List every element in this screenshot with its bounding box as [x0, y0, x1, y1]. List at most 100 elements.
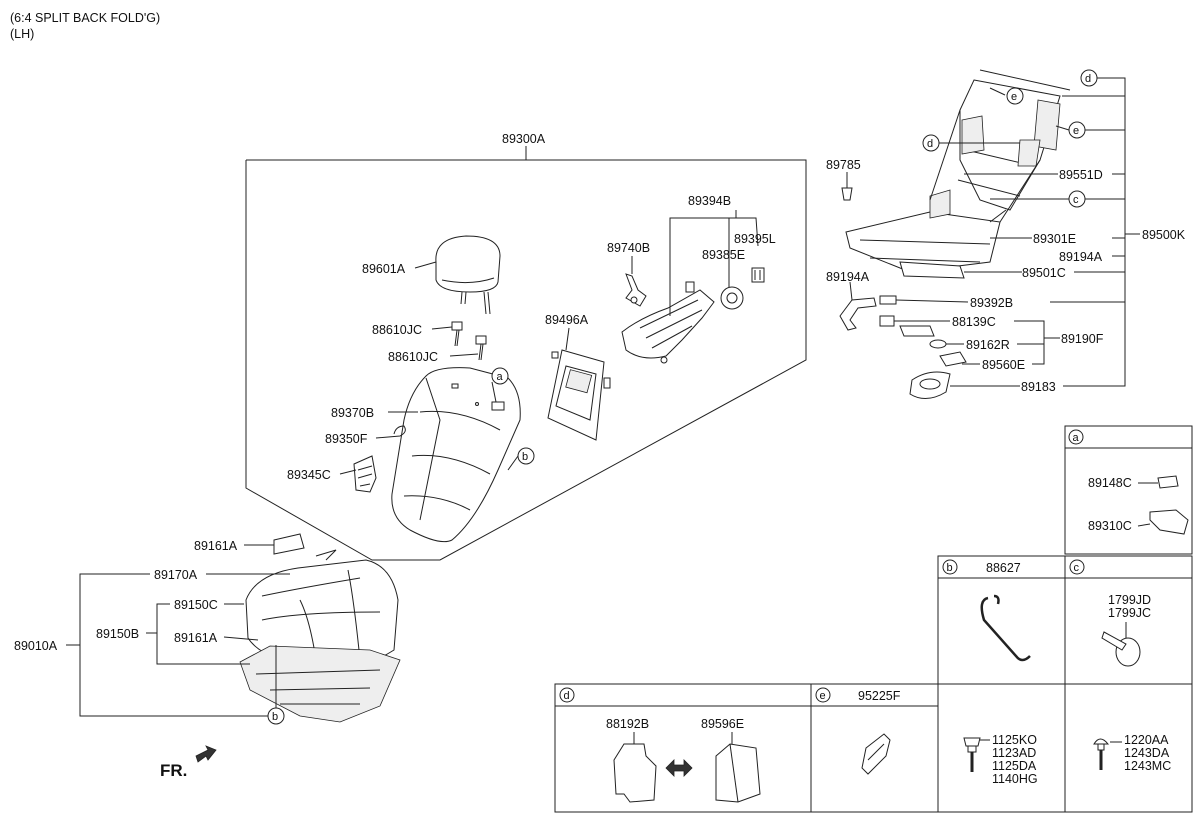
part-label-89162R[interactable]: 89162R [966, 338, 1010, 352]
panel-b-marker [942, 559, 958, 575]
part-label-89785[interactable]: 89785 [826, 158, 861, 172]
part-label-89183[interactable]: 89183 [1021, 380, 1056, 394]
bracket-89394B [669, 217, 759, 316]
part-label-89010A[interactable]: 89010A [14, 639, 58, 653]
panel-d-part-2[interactable]: 89596E [701, 717, 744, 731]
part-label-89560E[interactable]: 89560E [982, 358, 1025, 372]
leader-callout-b-back [507, 455, 519, 471]
callout-e-marker-1[interactable] [1006, 87, 1024, 105]
part-label-89194A-left[interactable]: 89194A [826, 270, 870, 284]
part-label-88610JC-2[interactable]: 88610JC [388, 350, 438, 364]
panel-f-part-1[interactable]: 1125KO [992, 733, 1037, 747]
panel-g-part-1[interactable]: 1220AA [1124, 733, 1169, 747]
lever-89740B [625, 273, 647, 307]
leader-88610JC-2 [449, 353, 479, 357]
callout-e-letter-1: e [1011, 91, 1017, 103]
part-label-89395L[interactable]: 89395L [734, 232, 776, 246]
panel-a-letter: a [1073, 432, 1080, 444]
panel-e-letter: e [820, 690, 826, 702]
detail-panel-fastener-2: 1220AA 1243DA 1243MC [1064, 683, 1193, 813]
part-label-89551D[interactable]: 89551D [1059, 168, 1103, 182]
part-label-89161A-top[interactable]: 89161A [194, 539, 238, 553]
callout-a-marker[interactable] [491, 367, 509, 385]
part-label-89161A-mid[interactable]: 89161A [174, 631, 218, 645]
part-89183 [909, 371, 951, 399]
part-label-89345C[interactable]: 89345C [287, 468, 331, 482]
detail-panel-fastener-1: 1125KO 1123AD 1125DA 1140HG [937, 683, 1066, 813]
callout-c-letter: c [1073, 194, 1079, 206]
panel-c-marker [1069, 559, 1085, 575]
bolt-1125KO [963, 737, 981, 747]
cushion-frame [239, 645, 401, 723]
pad-88192B [613, 743, 657, 803]
part-label-89194A-right[interactable]: 89194A [1059, 250, 1103, 264]
callout-b-marker-cushion[interactable] [267, 707, 285, 725]
detail-panel-e: e 95225F [810, 683, 939, 813]
part-label-89496A[interactable]: 89496A [545, 313, 589, 327]
callout-d-letter: d [927, 138, 933, 150]
callout-b-marker-back[interactable] [517, 447, 535, 465]
header-side: (LH) [10, 27, 34, 41]
part-89392B [879, 295, 897, 305]
leader-callout-e-2 [1055, 125, 1070, 131]
knob-89395L [751, 267, 765, 283]
panel-g-part-2[interactable]: 1243DA [1124, 746, 1170, 760]
panel-c-part-2[interactable]: 1799JC [1108, 606, 1151, 620]
panel-b-part-1[interactable]: 88627 [986, 561, 1021, 575]
part-label-89501C[interactable]: 89501C [1022, 266, 1066, 280]
headrest-guide-1 [451, 321, 463, 347]
detail-panel-c: c 1799JD 1799JC [1064, 555, 1193, 685]
lumbar-assembly [621, 281, 715, 364]
leader-89345C [339, 469, 357, 475]
part-label-89500K[interactable]: 89500K [1142, 228, 1186, 242]
panel-g-part-3[interactable]: 1243MC [1124, 759, 1171, 773]
headrest [435, 235, 501, 315]
switch-89385E [720, 286, 744, 310]
part-label-89394B[interactable]: 89394B [688, 194, 731, 208]
headrest-guide-2 [475, 335, 487, 361]
part-label-89170A[interactable]: 89170A [154, 568, 198, 582]
detail-panel-d: d 88192B 89596E [554, 683, 812, 813]
part-label-89300A[interactable]: 89300A [502, 132, 546, 146]
screw-1220AA [1093, 738, 1110, 745]
callout-d-marker[interactable] [922, 134, 940, 152]
part-label-89370B[interactable]: 89370B [331, 406, 374, 420]
leader-88610JC-1 [431, 326, 453, 330]
part-label-89385E[interactable]: 89385E [702, 248, 745, 262]
panel-a-part-2[interactable]: 89310C [1088, 519, 1132, 533]
part-label-89392B[interactable]: 89392B [970, 296, 1013, 310]
part-89162R [899, 325, 935, 337]
panel-f-part-3[interactable]: 1125DA [992, 759, 1037, 773]
panel-e-part-1[interactable]: 95225F [858, 689, 901, 703]
panel-c-part-1[interactable]: 1799JD [1108, 593, 1151, 607]
front-arrow-icon [195, 745, 217, 763]
wire-88627 [980, 596, 1031, 662]
panel-f-part-4[interactable]: 1140HG [992, 772, 1038, 786]
leader-89350F [375, 425, 406, 439]
callout-d-marker-top[interactable] [1080, 69, 1098, 87]
part-label-89601A[interactable]: 89601A [362, 262, 406, 276]
part-label-89190F[interactable]: 89190F [1061, 332, 1104, 346]
part-label-89350F[interactable]: 89350F [325, 432, 368, 446]
bracket-89150B [156, 603, 250, 665]
panel-d-part-1[interactable]: 88192B [606, 717, 649, 731]
leader-89161A-mid [223, 636, 259, 641]
part-label-89150C[interactable]: 89150C [174, 598, 218, 612]
assembly-outline [245, 159, 807, 561]
callout-e-letter-2: e [1073, 125, 1079, 137]
part-89162R-ring [929, 339, 947, 349]
part-label-88139C[interactable]: 88139C [952, 315, 996, 329]
latch-89345C [353, 455, 377, 493]
seat-back-assembly: 89300A 89601A 88610JC 88610JC [245, 132, 807, 561]
part-label-89301E[interactable]: 89301E [1033, 232, 1076, 246]
pad-89496A [547, 349, 611, 441]
clip-89148C [1157, 475, 1179, 489]
part-label-89150B[interactable]: 89150B [96, 627, 139, 641]
panel-f-part-2[interactable]: 1123AD [992, 746, 1036, 760]
bracket-89194A [839, 297, 877, 331]
part-label-88610JC-1[interactable]: 88610JC [372, 323, 422, 337]
panel-a-part-1[interactable]: 89148C [1088, 476, 1132, 490]
part-label-89740B[interactable]: 89740B [607, 241, 650, 255]
leader-89194A-left [849, 281, 853, 301]
